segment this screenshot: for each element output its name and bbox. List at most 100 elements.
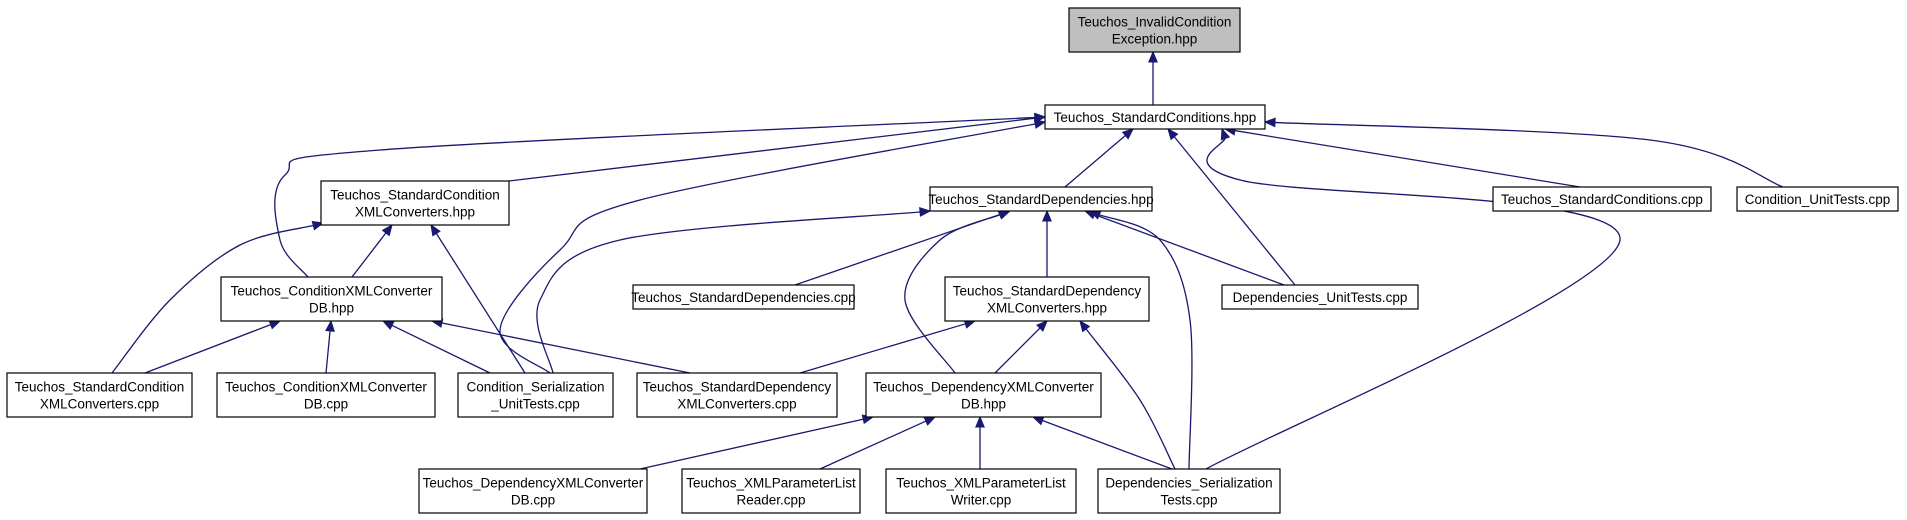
node-label-line: Dependencies_UnitTests.cpp bbox=[1233, 290, 1408, 305]
edge-stdcondcpp-to-stdcond bbox=[1223, 125, 1581, 188]
node-label-line: Teuchos_StandardConditions.cpp bbox=[1501, 192, 1703, 207]
node-condut[interactable]: Condition_UnitTests.cpp bbox=[1736, 186, 1899, 212]
arrowhead bbox=[381, 223, 393, 237]
edge-sdxmlcpp-to-cxmldb bbox=[430, 318, 691, 374]
edge-sdxml-to-stddep bbox=[1042, 209, 1052, 277]
node-box bbox=[885, 468, 1077, 514]
edge-depser-to-sdxml bbox=[1079, 319, 1176, 470]
arrowhead bbox=[1079, 319, 1091, 333]
edge-stdcond-to-invalid bbox=[1148, 50, 1158, 105]
node-box bbox=[636, 372, 838, 418]
edge-condser-to-stddep bbox=[536, 207, 932, 374]
node-label-line: Teuchos_StandardCondition bbox=[15, 380, 185, 395]
node-stdcond[interactable]: Teuchos_StandardConditions.hpp bbox=[1044, 104, 1266, 130]
edge-line bbox=[1084, 327, 1176, 470]
arrowhead bbox=[1033, 119, 1047, 129]
node-box bbox=[1736, 186, 1899, 212]
node-label-line: XMLConverters.hpp bbox=[355, 205, 475, 220]
node-depunit[interactable]: Dependencies_UnitTests.cpp bbox=[1221, 284, 1419, 310]
edge-line bbox=[1205, 137, 1621, 470]
edge-line bbox=[1233, 129, 1581, 188]
node-scxml[interactable]: Teuchos_StandardConditionXMLConverters.h… bbox=[320, 180, 510, 226]
node-scxmlcpp[interactable]: Teuchos_StandardConditionXMLConverters.c… bbox=[6, 372, 193, 418]
node-sdxmlcpp[interactable]: Teuchos_StandardDependencyXMLConverters.… bbox=[636, 372, 838, 418]
arrowhead bbox=[1036, 320, 1048, 332]
edge-line bbox=[1098, 213, 1193, 470]
node-box bbox=[1492, 186, 1712, 212]
edge-xplwriter-to-dxmldb bbox=[975, 415, 985, 469]
edge-line bbox=[351, 231, 388, 278]
node-stddep[interactable]: Teuchos_StandardDependencies.hpp bbox=[928, 186, 1154, 212]
arrowhead bbox=[975, 415, 985, 428]
edge-cxmldb-to-stdcond bbox=[274, 112, 1047, 278]
edge-line bbox=[499, 123, 1037, 374]
edge-scxmlcpp-to-cxmldb bbox=[144, 320, 282, 374]
node-box bbox=[632, 284, 855, 310]
node-label-line: XMLConverters.cpp bbox=[677, 397, 796, 412]
node-box bbox=[865, 372, 1102, 418]
edge-line bbox=[435, 232, 526, 374]
nodes-layer: Teuchos_InvalidConditionException.hppTeu… bbox=[6, 7, 1899, 514]
edge-line bbox=[1173, 135, 1296, 286]
node-condser[interactable]: Condition_Serialization _UnitTests.cpp bbox=[457, 372, 614, 418]
node-label-line: Teuchos_XMLParameterList bbox=[686, 476, 856, 491]
edge-depunit-to-stddep bbox=[1083, 210, 1285, 286]
edge-line bbox=[1064, 134, 1127, 188]
edge-line bbox=[111, 224, 315, 374]
node-sdxml[interactable]: Teuchos_StandardDependencyXMLConverters.… bbox=[944, 276, 1150, 322]
arrowhead bbox=[381, 320, 395, 331]
edge-condser-to-stdcond bbox=[499, 119, 1047, 374]
edge-line bbox=[639, 418, 865, 470]
node-stdcondcpp[interactable]: Teuchos_StandardConditions.cpp bbox=[1492, 186, 1712, 212]
node-box bbox=[216, 372, 436, 418]
arrowhead bbox=[311, 220, 325, 231]
node-box bbox=[220, 276, 443, 322]
node-label-line: _UnitTests.cpp bbox=[490, 397, 580, 412]
edge-line bbox=[390, 324, 491, 374]
arrowhead bbox=[268, 320, 282, 330]
node-box bbox=[681, 468, 861, 514]
node-box bbox=[418, 468, 648, 514]
edge-line bbox=[508, 117, 1037, 182]
node-label-line: Teuchos_ConditionXMLConverter bbox=[231, 284, 433, 299]
arrowhead bbox=[1031, 416, 1045, 426]
edge-condut-to-stdcond bbox=[1263, 117, 1784, 188]
node-box bbox=[1044, 104, 1266, 130]
node-label-line: Teuchos_InvalidCondition bbox=[1078, 15, 1232, 30]
node-label-line: XMLConverters.hpp bbox=[987, 301, 1107, 316]
node-label-line: Teuchos_ConditionXMLConverter bbox=[225, 380, 427, 395]
node-stddepcpp[interactable]: Teuchos_StandardDependencies.cpp bbox=[631, 284, 856, 310]
edge-line bbox=[994, 326, 1042, 374]
node-label-line: Teuchos_XMLParameterList bbox=[896, 476, 1066, 491]
edge-line bbox=[144, 323, 272, 374]
node-label-line: Teuchos_StandardDependencies.hpp bbox=[928, 192, 1153, 207]
arrowhead bbox=[919, 207, 932, 217]
arrowhead bbox=[1042, 209, 1052, 222]
node-label-line: Tests.cpp bbox=[1160, 493, 1217, 508]
edge-line bbox=[1273, 121, 1784, 188]
node-label-line: Teuchos_StandardCondition bbox=[330, 188, 500, 203]
node-box bbox=[1097, 468, 1281, 514]
edge-stddep-to-stdcond bbox=[1064, 128, 1134, 188]
node-label-line: Teuchos_StandardDependency bbox=[953, 284, 1142, 299]
edge-cxmldbcpp-to-cxmldb bbox=[325, 319, 335, 374]
edge-depunit-to-stdcond bbox=[1167, 127, 1296, 286]
edge-line bbox=[440, 322, 691, 374]
node-box bbox=[320, 180, 510, 226]
node-box bbox=[929, 186, 1153, 212]
node-label-line: Exception.hpp bbox=[1112, 32, 1198, 47]
node-label-line: Condition_Serialization bbox=[466, 380, 604, 395]
edge-depser-to-dxmldb bbox=[1031, 416, 1173, 470]
node-label-line: Dependencies_Serialization bbox=[1105, 476, 1272, 491]
node-box bbox=[1068, 7, 1241, 53]
edge-cxmldb-to-scxml bbox=[351, 223, 393, 278]
node-box bbox=[1221, 284, 1419, 310]
